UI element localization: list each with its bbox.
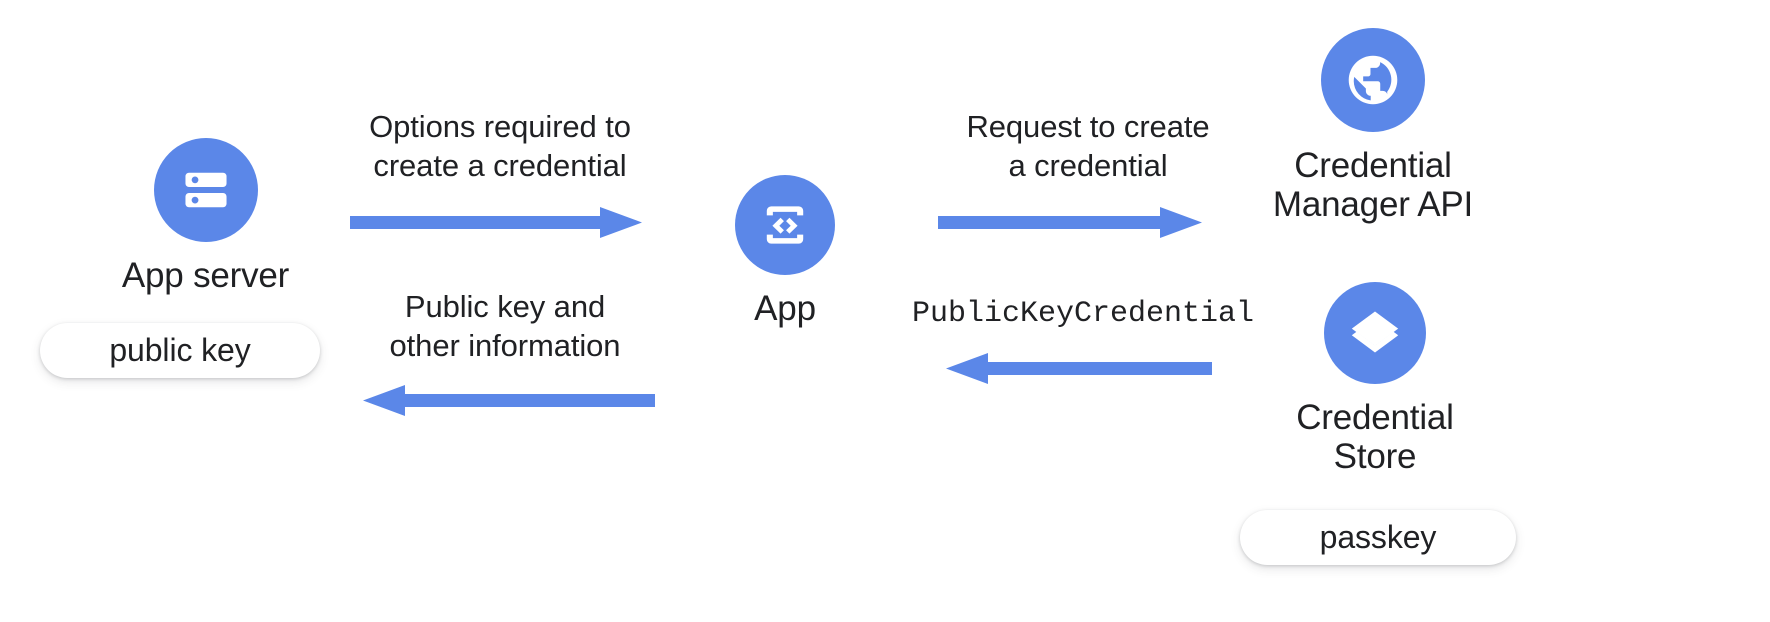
arrow-left-icon-public-key-credential — [946, 352, 1212, 384]
chip-public-key: public key — [40, 323, 320, 378]
globe-icon — [1348, 55, 1398, 105]
credential-store-icon-circle — [1324, 282, 1426, 384]
node-label-credential-store: Credential Store — [1296, 398, 1454, 477]
node-app-server: App server — [103, 138, 308, 295]
credential-manager-api-icon-circle — [1321, 28, 1425, 132]
arrow-right-icon-options — [350, 206, 642, 238]
arrow-left-icon-public-key — [363, 384, 655, 416]
layers-icon — [1351, 311, 1399, 353]
app-server-icon-circle — [153, 138, 258, 242]
server-icon — [184, 172, 227, 208]
node-credential-manager-api: Credential Manager API — [1258, 28, 1488, 224]
arrow-public-key-info: Public key and other information — [355, 288, 655, 420]
node-label-app-server: App server — [121, 256, 290, 295]
arrow-label-request-create: Request to create a credential — [966, 109, 1210, 183]
chip-passkey-label: passkey — [1319, 519, 1437, 555]
node-label-credential-manager-api: Credential Manager API — [1272, 146, 1474, 225]
arrow-options-required: Options required to create a credential — [350, 108, 650, 242]
app-icon-circle — [735, 175, 835, 275]
node-app: App — [700, 175, 870, 328]
chip-public-key-label: public key — [109, 332, 251, 368]
arrow-label-public-key-info: Public key and other information — [389, 289, 621, 363]
chip-passkey: passkey — [1240, 510, 1516, 565]
node-label-app: App — [754, 289, 816, 328]
arrow-label-public-key-credential: PublicKeyCredential — [912, 297, 1255, 331]
arrow-label-options-required: Options required to create a credential — [369, 109, 631, 183]
arrow-right-icon-request — [938, 206, 1202, 238]
arrow-request-create: Request to create a credential — [938, 108, 1238, 242]
node-credential-store: Credential Store — [1260, 282, 1490, 476]
app-code-icon — [766, 206, 804, 244]
arrow-public-key-credential: PublicKeyCredential — [912, 296, 1255, 388]
